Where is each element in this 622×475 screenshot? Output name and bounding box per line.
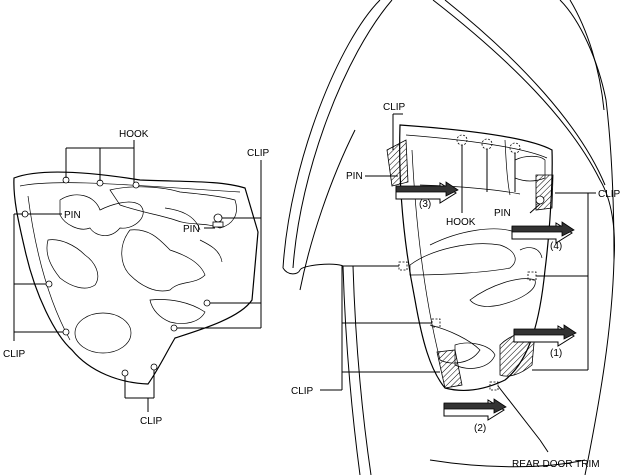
clip-label-left-bottom: CLIP xyxy=(140,416,163,427)
trim-panel-outline xyxy=(13,171,259,385)
pin-label-left: PIN xyxy=(64,210,81,221)
hatch-area-lower-left xyxy=(436,349,463,389)
clip-label-left-side: CLIP xyxy=(3,349,26,360)
hook-label-left: HOOK xyxy=(119,129,149,140)
hatch-area-lower-right xyxy=(499,331,536,377)
step-2-label: (2) xyxy=(474,423,486,434)
arrow-step-3 xyxy=(395,181,459,204)
arrow-step-2 xyxy=(443,398,507,421)
arrow-step-1 xyxy=(513,324,577,347)
trim-back-view: HOOK PIN PIN CLIP CLIP CLIP xyxy=(3,129,270,427)
hatch-area-upper-left xyxy=(386,139,409,187)
hook-label-right: HOOK xyxy=(446,217,476,228)
pin-label-right-left: PIN xyxy=(346,171,363,182)
pin-label-left-mid: PIN xyxy=(183,224,200,235)
step-1-label: (1) xyxy=(550,348,562,359)
clip-label-right-top: CLIP xyxy=(383,102,406,113)
left-leader-lines xyxy=(13,140,262,412)
arrow-step-4 xyxy=(511,221,575,244)
step-3-label: (3) xyxy=(419,199,431,210)
right-leader-lines xyxy=(320,113,596,453)
step-4-label: (4) xyxy=(550,241,562,252)
clip-label-right-side: CLIP xyxy=(598,189,621,200)
clip-label-left-top: CLIP xyxy=(247,148,270,159)
door-view: CLIP PIN (3) HOOK PIN CLIP (4) (1) CLIP … xyxy=(282,0,621,475)
clip-label-right-bottom: CLIP xyxy=(291,386,314,397)
hook-marks xyxy=(62,176,140,189)
rear-door-trim-label: REAR DOOR TRIM xyxy=(512,459,600,470)
pin-label-right-mid: PIN xyxy=(494,208,511,219)
speaker-outline xyxy=(74,312,132,354)
